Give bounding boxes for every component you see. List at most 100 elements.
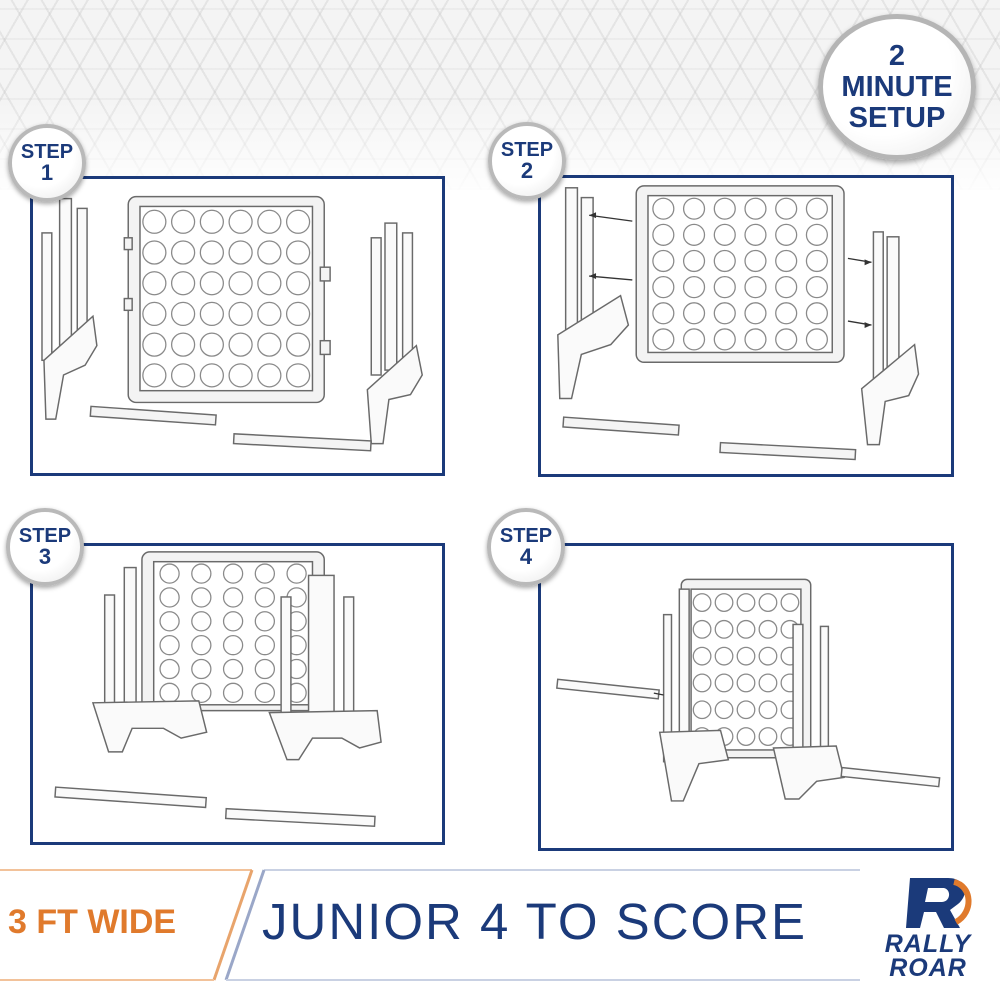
board-hole: [682, 249, 706, 273]
board-hole: [222, 658, 244, 680]
board-hole: [170, 363, 196, 388]
board-hole: [682, 328, 706, 351]
board-hole: [692, 619, 712, 639]
board-hole: [714, 673, 734, 693]
step-1-number: 1: [40, 160, 54, 185]
board-hole: [758, 646, 778, 666]
board-hole: [692, 593, 712, 612]
step-1-board-grid: [142, 209, 311, 388]
board-hole: [222, 682, 244, 704]
footer-band: [0, 868, 1000, 1000]
board-hole: [775, 328, 798, 351]
board-hole: [257, 271, 282, 296]
step-4-badge: STEP 4: [487, 508, 565, 586]
step-4-number: 4: [519, 544, 533, 569]
board-hole: [736, 700, 756, 720]
board-hole: [805, 276, 828, 299]
board-hole: [199, 240, 224, 265]
board-hole: [758, 619, 778, 639]
board-hole: [285, 301, 311, 327]
board-hole: [222, 587, 244, 608]
board-hole: [713, 276, 736, 299]
board-hole: [805, 328, 828, 351]
board-hole: [692, 646, 712, 666]
board-hole: [199, 332, 224, 357]
step-3-badge: STEP 3: [6, 508, 84, 586]
step-4-word: STEP: [499, 525, 553, 547]
board-hole: [228, 332, 253, 357]
step-2-illustration-panel: [538, 175, 954, 477]
setup-badge-line3: SETUP: [848, 101, 946, 134]
board-hole: [775, 223, 798, 246]
board-hole: [142, 240, 167, 265]
width-label: 3 FT WIDE: [8, 903, 177, 941]
step-2-number: 2: [520, 158, 534, 183]
board-hole: [682, 276, 706, 299]
board-hole: [692, 673, 712, 693]
board-hole: [736, 646, 756, 666]
board-hole: [744, 197, 767, 220]
board-hole: [159, 611, 180, 632]
board-hole: [199, 363, 224, 388]
board-hole: [758, 673, 778, 693]
board-hole: [744, 223, 767, 246]
board-hole: [142, 209, 167, 234]
board-hole: [159, 563, 180, 584]
board-hole: [142, 363, 167, 388]
board-hole: [257, 332, 282, 357]
board-hole: [805, 302, 828, 325]
board-hole: [713, 328, 736, 351]
board-hole: [199, 271, 224, 296]
board-hole: [652, 249, 675, 273]
board-hole: [191, 682, 212, 704]
board-hole: [170, 271, 196, 296]
board-hole: [652, 302, 675, 325]
board-hole: [228, 271, 253, 296]
board-hole: [170, 332, 196, 357]
board-hole: [159, 634, 180, 656]
logo-line-2: ROAR: [889, 954, 967, 982]
board-hole: [228, 301, 253, 327]
step-3-drawing: [54, 551, 382, 828]
board-hole: [652, 223, 675, 246]
board-hole: [714, 700, 734, 720]
board-hole: [191, 658, 212, 680]
board-hole: [285, 240, 311, 265]
board-hole: [285, 271, 311, 296]
board-hole: [257, 363, 282, 388]
board-hole: [682, 302, 706, 325]
board-hole: [714, 619, 734, 639]
board-hole: [775, 276, 798, 299]
board-hole: [286, 563, 307, 584]
board-hole: [805, 197, 828, 220]
board-hole: [222, 611, 244, 632]
step-1-badge: STEP 1: [8, 124, 86, 202]
board-hole: [222, 563, 244, 584]
step-4-drawing: [556, 578, 941, 802]
board-hole: [228, 363, 253, 388]
board-hole: [254, 682, 276, 704]
board-hole: [713, 302, 736, 325]
board-hole: [257, 301, 282, 327]
board-hole: [714, 646, 734, 666]
board-hole: [228, 240, 253, 265]
board-hole: [758, 700, 778, 720]
board-hole: [652, 328, 675, 351]
board-hole: [758, 593, 778, 612]
setup-time-badge: 2 MINUTE SETUP: [818, 14, 976, 160]
board-hole: [285, 209, 311, 234]
board-hole: [254, 563, 276, 584]
board-hole: [652, 197, 675, 220]
board-hole: [254, 658, 276, 680]
board-hole: [692, 700, 712, 720]
board-hole: [159, 658, 180, 680]
step-2-drawing: [557, 185, 920, 461]
board-hole: [744, 249, 767, 273]
board-hole: [254, 634, 276, 656]
board-hole: [736, 673, 756, 693]
step-1-word: STEP: [20, 141, 74, 163]
board-hole: [170, 240, 196, 265]
rally-and-roar-logo: [906, 878, 972, 928]
step-1-drawing: [41, 195, 424, 452]
board-hole: [652, 276, 675, 299]
